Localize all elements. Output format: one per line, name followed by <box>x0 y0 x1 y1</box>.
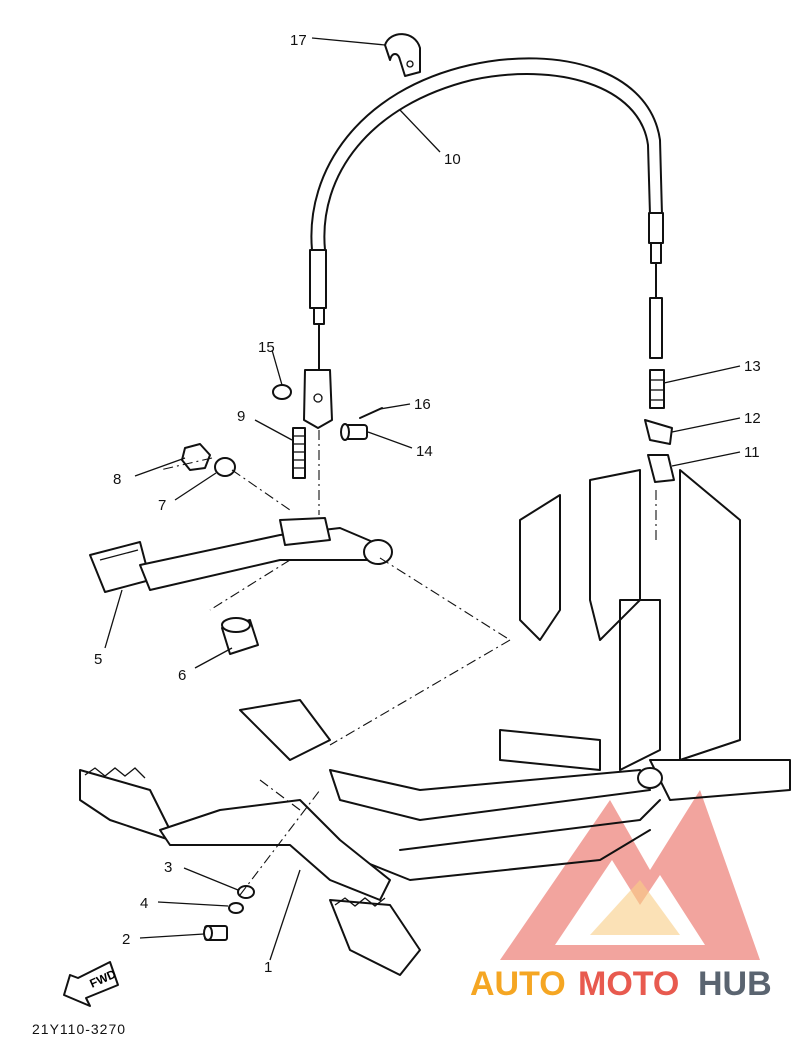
callout-2: 2 <box>122 931 130 948</box>
bushing-6 <box>221 617 259 655</box>
nut-8 <box>181 443 211 471</box>
washer-7 <box>214 457 236 477</box>
callout-1: 1 <box>264 959 272 976</box>
brake-pedal-5 <box>89 517 393 593</box>
callout-4: 4 <box>140 895 148 912</box>
footrest-bracket-1 <box>79 767 421 976</box>
joint-11 <box>647 454 675 483</box>
frame <box>239 469 791 881</box>
callout-10: 10 <box>444 151 461 168</box>
lockwasher-4 <box>228 902 244 914</box>
callout-13: 13 <box>744 358 761 375</box>
joint-12 <box>644 419 673 445</box>
callout-16: 16 <box>414 396 431 413</box>
adjuster-13 <box>649 369 665 409</box>
callout-15: 15 <box>258 339 275 356</box>
watermark-logo-icon <box>500 790 760 960</box>
cotter-pin-16 <box>359 407 383 419</box>
fwd-arrow-icon: FWD <box>63 961 119 1007</box>
watermark-part-auto: AUTO <box>470 965 566 1003</box>
callout-5: 5 <box>94 651 102 668</box>
cable-clevis <box>303 369 333 429</box>
watermark-text: AUTO MOTO HUB <box>470 965 772 1003</box>
washer-3 <box>237 885 255 899</box>
watermark-part-moto: MOTO <box>578 965 679 1003</box>
cable-clamp <box>384 33 421 77</box>
bolt-2 <box>203 925 228 941</box>
callout-8: 8 <box>113 471 121 488</box>
callout-6: 6 <box>178 667 186 684</box>
pin-14 <box>340 423 368 441</box>
callout-9: 9 <box>237 408 245 425</box>
callout-14: 14 <box>416 443 433 460</box>
return-spring-9 <box>292 427 306 479</box>
callout-11: 11 <box>744 444 760 461</box>
callout-7: 7 <box>158 497 166 514</box>
watermark-part-hub: HUB <box>698 965 772 1003</box>
assembly-lines <box>159 430 657 896</box>
diagram-code: 21Y110-3270 <box>32 1021 126 1037</box>
callout-17: 17 <box>290 32 307 49</box>
leader-lines <box>104 37 741 961</box>
brake-cable <box>309 57 664 371</box>
callout-12: 12 <box>744 410 761 427</box>
washer-15 <box>272 384 292 400</box>
callout-3: 3 <box>164 859 172 876</box>
